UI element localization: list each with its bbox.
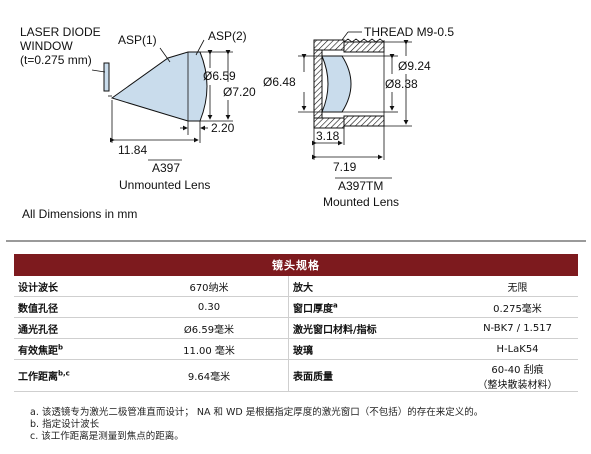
row-value-sub: （整块散装材料） <box>477 379 558 391</box>
row-label: 通光孔径 <box>18 324 58 336</box>
footnote-ref: b <box>58 343 64 352</box>
mounted-lens-body <box>321 55 352 113</box>
dim-659: Ø6.59 <box>203 69 236 83</box>
dim-838: Ø8.38 <box>385 77 418 91</box>
row-value: 670纳米 <box>130 276 289 297</box>
dim-318: 3.18 <box>316 129 340 143</box>
row-label: 数值孔径 <box>18 303 58 315</box>
row-label: 玻璃 <box>293 345 313 357</box>
lens-dimension-diagram: LASER DIODE WINDOW (t=0.275 mm) ASP(1) A… <box>20 25 454 209</box>
part-a397: A397 <box>152 161 180 175</box>
row-label: 放大 <box>293 282 313 294</box>
dim-220: 2.20 <box>211 121 235 135</box>
row-label: 工作距离 <box>18 372 58 383</box>
footnote-c: c. 该工作距离是测量到焦点的距离。 <box>30 431 184 442</box>
row-label: 激光窗口材料/指标 <box>293 324 377 336</box>
row-label: 表面质量 <box>293 372 333 383</box>
window-label-3: (t=0.275 mm) <box>20 53 92 67</box>
table-row: 设计波长 670纳米 放大 无限 <box>14 276 578 297</box>
footnote-ref: b,c <box>58 369 70 378</box>
all-dimensions-note: All Dimensions in mm <box>22 207 138 221</box>
footnote-a: a. 该透镜专为激光二极管准直而设计； NA 和 WD 是根据指定厚度的激光窗口… <box>30 407 484 418</box>
thread-label: THREAD M9-0.5 <box>364 25 454 39</box>
asp2-label: ASP(2) <box>208 29 247 43</box>
lens-spec-table: 镜头规格 设计波长 670纳米 放大 无限 数值孔径 0.30 窗口厚度a 0.… <box>14 254 578 392</box>
dim-648: Ø6.48 <box>263 75 296 89</box>
laser-window-shape <box>103 62 110 92</box>
window-label-1: LASER DIODE <box>20 25 101 39</box>
table-header: 镜头规格 <box>14 254 578 276</box>
table-row: 通光孔径 Ø6.59毫米 激光窗口材料/指标 N-BK7 / 1.517 <box>14 317 578 339</box>
row-value: H-LaK54 <box>457 338 578 360</box>
asp1-label: ASP(1) <box>118 33 157 47</box>
row-value: N-BK7 / 1.517 <box>457 317 578 339</box>
divider <box>6 240 586 242</box>
dim-719: 7.19 <box>333 160 357 174</box>
unmounted-lens-drawing: LASER DIODE WINDOW (t=0.275 mm) ASP(1) A… <box>20 25 256 192</box>
row-label: 设计波长 <box>18 282 58 294</box>
footnote-b: b. 指定设计波长 <box>30 419 100 430</box>
mounted-lens-drawing: THREAD M9-0.5 Ø6.48 Ø9.24 Ø8.38 3.18 7.1… <box>263 25 454 209</box>
row-value: 0.275毫米 <box>457 296 578 318</box>
row-label: 窗口厚度 <box>293 303 333 315</box>
dim-720: Ø7.20 <box>223 85 256 99</box>
row-value: 11.00 毫米 <box>130 338 289 360</box>
dim-1184: 11.84 <box>118 143 147 157</box>
caption-mounted: Mounted Lens <box>323 195 399 209</box>
window-label-2: WINDOW <box>20 39 73 53</box>
footnote-ref: a <box>333 301 338 310</box>
row-value: 60-40 刮痕 <box>491 364 544 376</box>
row-value: 0.30 <box>130 296 289 318</box>
part-a397tm: A397TM <box>338 179 383 193</box>
footnotes: a. 该透镜专为激光二极管准直而设计； NA 和 WD 是根据指定厚度的激光窗口… <box>30 407 483 443</box>
table-row: 有效焦距b 11.00 毫米 玻璃 H-LaK54 <box>14 338 578 360</box>
table-row: 工作距离b,c 9.64毫米 表面质量 60-40 刮痕 （整块散装材料） <box>14 359 578 392</box>
dim-924: Ø9.24 <box>398 59 431 73</box>
lens-body-shape <box>110 51 208 122</box>
row-value: 无限 <box>457 276 578 297</box>
row-value: Ø6.59毫米 <box>130 317 289 339</box>
table-row: 数值孔径 0.30 窗口厚度a 0.275毫米 <box>14 296 578 318</box>
row-value: 9.64毫米 <box>130 359 289 392</box>
caption-unmounted: Unmounted Lens <box>119 178 210 192</box>
row-label: 有效焦距 <box>18 345 58 357</box>
